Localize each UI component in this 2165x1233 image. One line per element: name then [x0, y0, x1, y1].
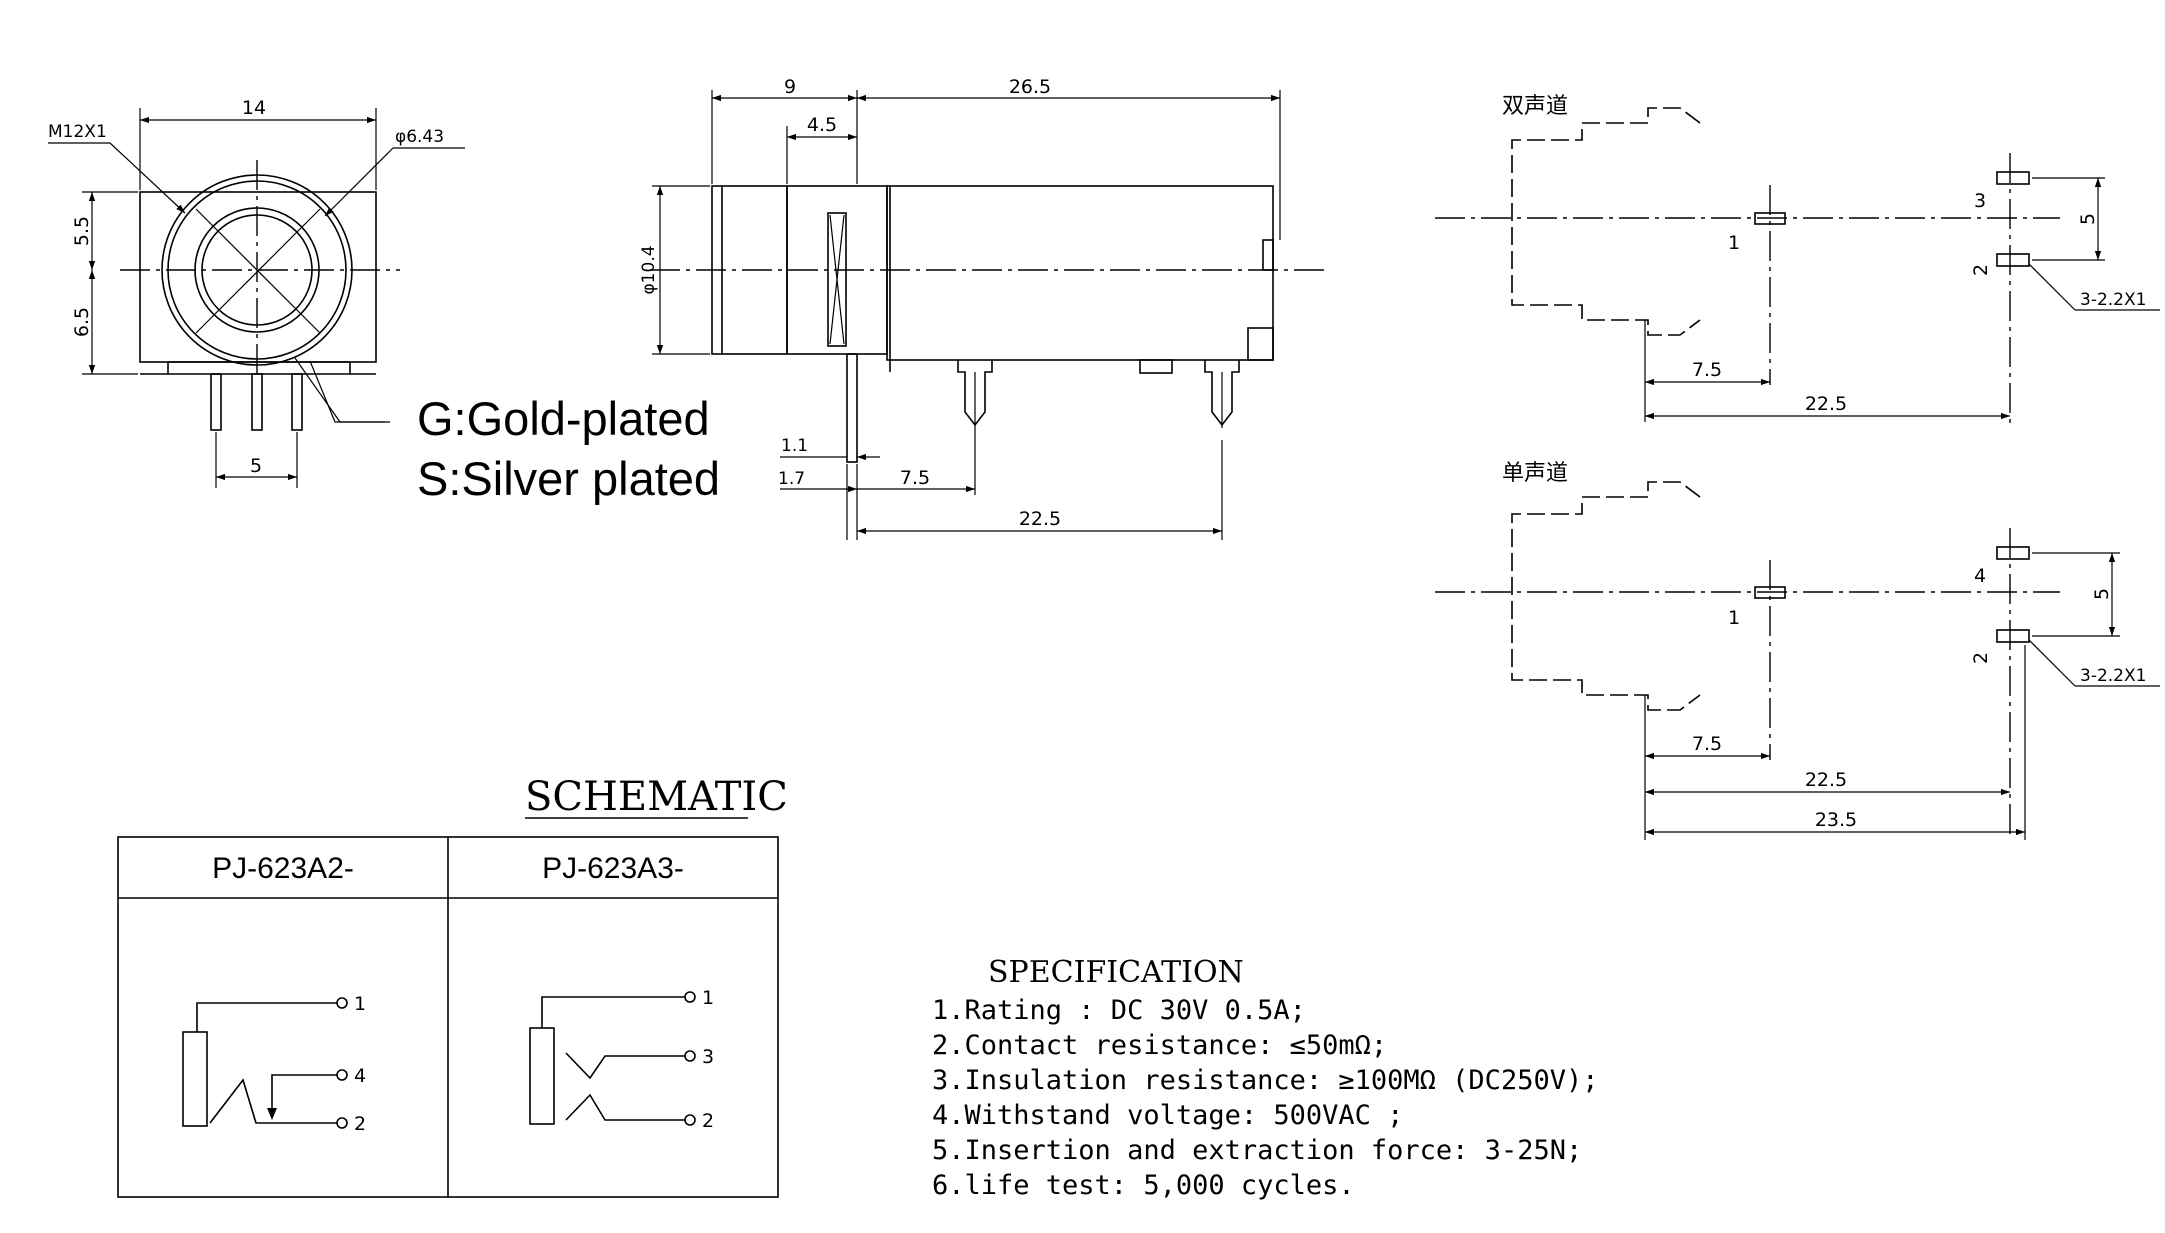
dim-9: 9 [784, 76, 796, 98]
spec-item: 2.Contact resistance: ≤50mΩ; [932, 1030, 1387, 1061]
dim-thread: M12X1 [48, 122, 107, 142]
pad-2 [1996, 629, 2030, 643]
dim-lower: 6.5 [71, 307, 93, 337]
pad-3 [1996, 171, 2030, 185]
stereo-label: 双声道 [1502, 94, 1568, 119]
pin [210, 373, 222, 431]
dim-1-1: 1.1 [781, 436, 808, 456]
schematic-a2: 1 4 2 [182, 993, 366, 1135]
pin [251, 373, 263, 431]
stereo-dim-22-5: 22.5 [1805, 393, 1847, 415]
stereo-dim-5: 5 [2077, 213, 2099, 225]
schematic-title: SCHEMATIC [525, 774, 788, 820]
specification: SPECIFICATION 1.Rating : DC 30V 0.5A; 2.… [932, 955, 1598, 1201]
stereo-pin2: 2 [1970, 264, 1992, 276]
a2-pin-4: 4 [354, 1065, 366, 1087]
dim-4-5: 4.5 [807, 114, 837, 136]
dim-dia-10-4: φ10.4 [639, 245, 659, 294]
spec-item: 1.Rating : DC 30V 0.5A; [932, 995, 1306, 1026]
schematic: SCHEMATIC PJ-623A2- PJ-623A3- 1 4 2 [117, 774, 788, 1198]
a3-pin-3: 3 [702, 1046, 714, 1068]
mono-dim-7-5: 7.5 [1692, 733, 1722, 755]
spec-item: 6.life test: 5,000 cycles. [932, 1170, 1355, 1201]
silver-plated-label: S:Silver plated [417, 452, 720, 505]
sleeve-contact [182, 1031, 208, 1127]
dim-diameter: φ6.43 [395, 127, 444, 147]
stereo-pin3: 3 [1974, 190, 1986, 212]
mono-dim-5: 5 [2091, 588, 2113, 600]
dim-upper: 5.5 [71, 216, 93, 246]
pad-1 [1754, 212, 1786, 225]
dim-width: 14 [242, 97, 266, 119]
mono-dim-23-5: 23.5 [1815, 809, 1857, 831]
mono-hole-note: 3-2.2X1 [2080, 666, 2146, 686]
stereo-layout: 双声道 1 3 2 5 3-2.2X1 7.5 22.5 [1435, 94, 2160, 425]
mono-dim-22-5: 22.5 [1805, 769, 1847, 791]
mono-layout: 单声道 1 4 2 5 3-2.2X1 7.5 22.5 23.5 [1435, 461, 2160, 840]
a2-pin-2: 2 [354, 1113, 366, 1135]
pad-2 [1996, 253, 2030, 267]
dim-1-7: 1.7 [778, 469, 805, 489]
front-pins [210, 373, 303, 431]
outline-dashed [1511, 481, 1701, 711]
spec-item: 5.Insertion and extraction force: 3-25N; [932, 1135, 1582, 1166]
a3-pin-1: 1 [702, 987, 714, 1009]
mono-label: 单声道 [1502, 461, 1568, 486]
front-view: 14 M12X1 φ6.43 5.5 6.5 5 [48, 97, 465, 488]
mono-pin4: 4 [1974, 565, 1986, 587]
main-body [886, 185, 1274, 361]
pad-4 [1996, 546, 2030, 560]
stereo-dim-7-5: 7.5 [1692, 359, 1722, 381]
spec-title: SPECIFICATION [988, 955, 1244, 990]
dim-pin-pitch: 5 [250, 455, 262, 477]
schematic-a3: 1 3 2 [529, 987, 714, 1132]
mono-pin2: 2 [1970, 652, 1992, 664]
stereo-pin1: 1 [1728, 232, 1740, 254]
sleeve-contact [529, 1027, 555, 1125]
col-a-header: PJ-623A2- [212, 852, 354, 885]
stereo-hole-note: 3-2.2X1 [2080, 290, 2146, 310]
mono-pin1: 1 [1728, 607, 1740, 629]
pin [291, 373, 303, 431]
front-body [139, 191, 377, 363]
spec-item: 4.Withstand voltage: 500VAC ; [932, 1100, 1403, 1131]
dim-26-5: 26.5 [1009, 76, 1051, 98]
dim-7-5: 7.5 [900, 467, 930, 489]
col-b-header: PJ-623A3- [542, 852, 684, 885]
spec-item: 3.Insulation resistance: ≥100MΩ (DC250V)… [932, 1065, 1598, 1096]
a3-pin-2: 2 [702, 1110, 714, 1132]
outline-dashed [1511, 107, 1701, 336]
a2-pin-1: 1 [354, 993, 366, 1015]
dim-22-5: 22.5 [1019, 508, 1061, 530]
side-view: 9 26.5 4.5 φ10.4 1.1 1.7 7.5 22.5 [639, 76, 1325, 540]
pad-1 [1754, 586, 1786, 599]
gold-plated-label: G:Gold-plated [417, 392, 710, 445]
plating-note: G:Gold-plated S:Silver plated [417, 392, 720, 505]
